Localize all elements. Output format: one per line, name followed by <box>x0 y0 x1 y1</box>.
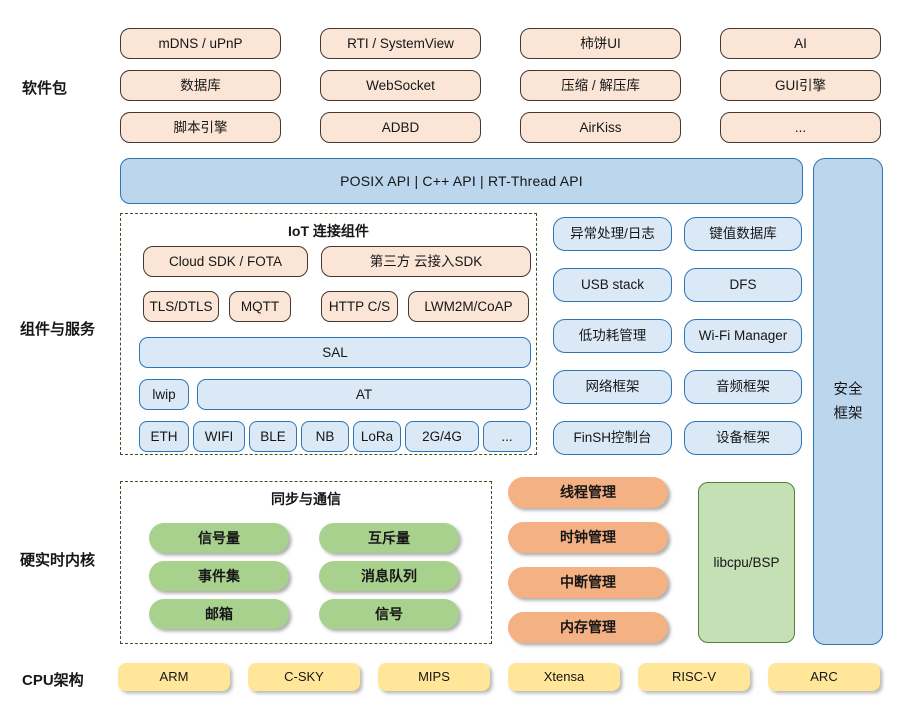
security-framework-line2: 框架 <box>833 405 863 422</box>
service-box: 设备框架 <box>684 421 802 455</box>
cloud-sdk-box: Cloud SDK / FOTA <box>143 246 308 277</box>
package-box: 柿饼UI <box>520 28 681 59</box>
package-box: mDNS / uPnP <box>120 28 281 59</box>
section-label-packages: 软件包 <box>22 80 68 97</box>
section-label-cpu: CPU架构 <box>22 672 84 689</box>
service-box: DFS <box>684 268 802 302</box>
service-box: 音频框架 <box>684 370 802 404</box>
cpu-arch-box: ARC <box>768 663 880 691</box>
protocol-box: HTTP C/S <box>321 291 398 322</box>
link-box: LoRa <box>353 421 401 452</box>
link-box: WIFI <box>193 421 245 452</box>
sync-box: 邮箱 <box>149 599 289 629</box>
sync-box: 消息队列 <box>319 561 459 591</box>
package-box: WebSocket <box>320 70 481 101</box>
service-box: 异常处理/日志 <box>553 217 672 251</box>
cpu-arch-box: Xtensa <box>508 663 620 691</box>
software-packages-grid: mDNS / uPnP RTI / SystemView 柿饼UI AI 数据库… <box>120 28 881 143</box>
package-box: 压缩 / 解压库 <box>520 70 681 101</box>
package-box: GUI引擎 <box>720 70 881 101</box>
cpu-arch-box: ARM <box>118 663 230 691</box>
security-framework-line1: 安全 <box>833 381 863 398</box>
service-box: 低功耗管理 <box>553 319 672 353</box>
api-band: POSIX API | C++ API | RT-Thread API <box>120 158 803 204</box>
sync-grid: 信号量 互斥量 事件集 消息队列 邮箱 信号 <box>149 523 459 629</box>
package-box: ADBD <box>320 112 481 143</box>
link-box: ETH <box>139 421 189 452</box>
package-box: AI <box>720 28 881 59</box>
link-box: BLE <box>249 421 297 452</box>
cpu-arch-row: ARM C-SKY MIPS Xtensa RISC-V ARC <box>118 663 880 691</box>
service-box: 网络框架 <box>553 370 672 404</box>
package-box: 脚本引擎 <box>120 112 281 143</box>
cpu-arch-box: RISC-V <box>638 663 750 691</box>
kernel-mgmt-box: 中断管理 <box>508 567 668 598</box>
sync-box: 互斥量 <box>319 523 459 553</box>
sync-box: 信号量 <box>149 523 289 553</box>
security-framework-box: 安全 框架 <box>813 158 883 645</box>
link-box: NB <box>301 421 349 452</box>
sync-box: 事件集 <box>149 561 289 591</box>
protocol-box: LWM2M/CoAP <box>408 291 529 322</box>
kernel-mgmt-box: 内存管理 <box>508 612 668 643</box>
kernel-mgmt-box: 线程管理 <box>508 477 668 508</box>
link-box: 2G/4G <box>405 421 479 452</box>
services-grid: 异常处理/日志 键值数据库 USB stack DFS 低功耗管理 Wi-Fi … <box>553 217 802 455</box>
service-box: 键值数据库 <box>684 217 802 251</box>
service-box: USB stack <box>553 268 672 302</box>
package-box: RTI / SystemView <box>320 28 481 59</box>
iot-connectivity-group: IoT 连接组件 Cloud SDK / FOTA 第三方 云接入SDK TLS… <box>120 213 537 455</box>
protocol-box: TLS/DTLS <box>143 291 219 322</box>
service-box: FinSH控制台 <box>553 421 672 455</box>
protocol-box: MQTT <box>229 291 291 322</box>
libcpu-bsp-box: libcpu/BSP <box>698 482 795 643</box>
sync-communication-group: 同步与通信 信号量 互斥量 事件集 消息队列 邮箱 信号 <box>120 481 492 644</box>
cpu-arch-box: MIPS <box>378 663 490 691</box>
iot-group-title: IoT 连接组件 <box>288 223 369 239</box>
third-party-sdk-box: 第三方 云接入SDK <box>321 246 531 277</box>
sync-group-title: 同步与通信 <box>271 491 341 507</box>
package-box: AirKiss <box>520 112 681 143</box>
cpu-arch-box: C-SKY <box>248 663 360 691</box>
sync-box: 信号 <box>319 599 459 629</box>
service-box: Wi-Fi Manager <box>684 319 802 353</box>
section-label-components: 组件与服务 <box>20 321 96 338</box>
section-label-kernel: 硬实时内核 <box>20 552 96 569</box>
at-box: AT <box>197 379 531 410</box>
package-box: 数据库 <box>120 70 281 101</box>
sal-box: SAL <box>139 337 531 368</box>
package-box: ... <box>720 112 881 143</box>
lwip-box: lwip <box>139 379 189 410</box>
link-box: ... <box>483 421 531 452</box>
kernel-mgmt-box: 时钟管理 <box>508 522 668 553</box>
